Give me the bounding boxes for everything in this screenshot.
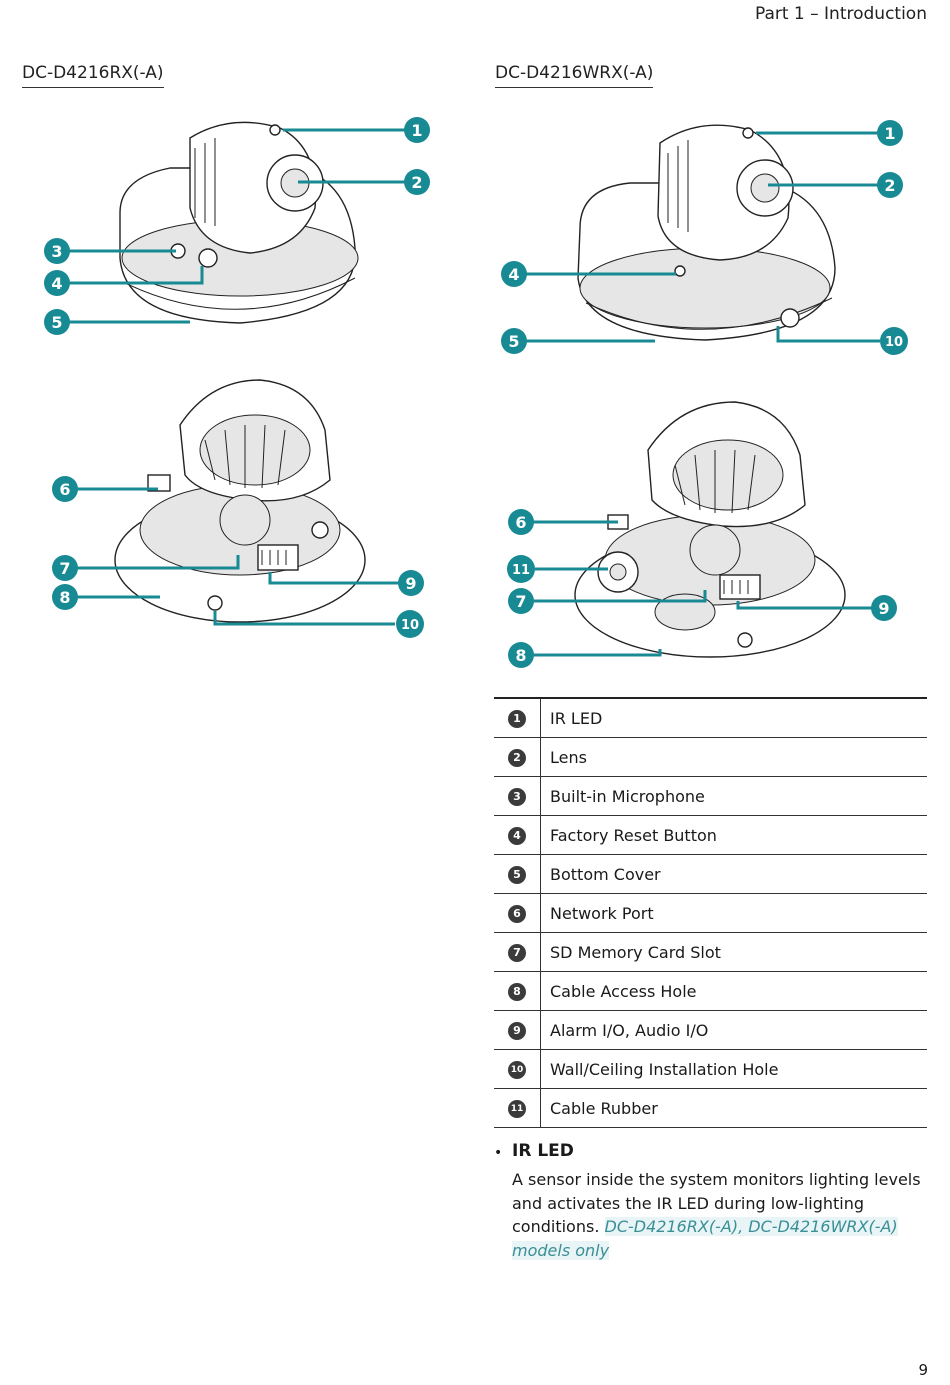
callout-5: 5 (501, 328, 655, 354)
svg-text:5: 5 (51, 313, 62, 332)
part-label: Cable Rubber (540, 1088, 927, 1128)
part-number-cell: 10 (494, 1049, 541, 1089)
svg-text:4: 4 (508, 265, 519, 284)
part-number-cell: 2 (494, 737, 541, 777)
svg-text:4: 4 (51, 274, 62, 293)
callout-3: 3 (44, 238, 176, 264)
bullet-text: A sensor inside the system monitors ligh… (512, 1170, 921, 1236)
table-row: 3 Built-in Microphone (494, 776, 927, 816)
part-number-badge: 7 (508, 943, 526, 962)
callout-1: 1 (756, 120, 903, 146)
svg-text:11: 11 (512, 563, 530, 578)
table-row: 9 Alarm I/O, Audio I/O (494, 1010, 927, 1050)
svg-text:10: 10 (885, 335, 903, 350)
part-number-badge: 10 (508, 1060, 526, 1079)
callout-9: 9 (268, 570, 424, 596)
part-label: Factory Reset Button (540, 815, 927, 855)
part-number-badge: 4 (508, 826, 526, 845)
camera-open-illustration-right: 6 11 7 9 8 (500, 390, 920, 680)
parts-table: 1 IR LED 2 Lens 3 Built-in Microphone 4 Factory… (494, 697, 927, 1128)
svg-text:9: 9 (878, 599, 889, 618)
part-number-cell: 3 (494, 776, 541, 816)
callout-4: 4 (44, 266, 204, 296)
callout-7: 7 (52, 555, 240, 581)
part-number-cell: 6 (494, 893, 541, 933)
part-number-badge: 3 (508, 787, 526, 806)
table-row: 7 SD Memory Card Slot (494, 932, 927, 972)
callout-2: 2 (298, 169, 430, 195)
model-title-right: DC-D4216WRX(-A) (495, 63, 654, 88)
part-number-badge: 8 (508, 982, 526, 1001)
part-number-badge: 11 (508, 1099, 526, 1118)
part-label: IR LED (540, 697, 927, 738)
part-number-cell: 8 (494, 971, 541, 1011)
svg-text:6: 6 (515, 513, 526, 532)
part-label: Cable Access Hole (540, 971, 927, 1011)
part-label: Wall/Ceiling Installation Hole (540, 1049, 927, 1089)
bullet-marker: • (494, 1145, 503, 1161)
table-row: 8 Cable Access Hole (494, 971, 927, 1011)
table-row: 6 Network Port (494, 893, 927, 933)
bullet-title: IR LED (512, 1141, 574, 1161)
svg-text:3: 3 (51, 242, 62, 261)
svg-text:8: 8 (59, 588, 70, 607)
callout-11: 11 (507, 555, 608, 583)
callout-10: 10 (213, 610, 424, 638)
callout-6: 6 (508, 509, 618, 535)
svg-text:10: 10 (401, 618, 419, 633)
camera-front-illustration-right: 1 2 4 5 10 (500, 108, 920, 368)
table-row: 11 Cable Rubber (494, 1088, 927, 1128)
callout-1: 1 (283, 117, 430, 143)
callout-5: 5 (44, 309, 190, 335)
table-row: 4 Factory Reset Button (494, 815, 927, 855)
camera-open-illustration-left: 6 7 9 8 10 (40, 370, 440, 645)
part-number-cell: 9 (494, 1010, 541, 1050)
svg-text:7: 7 (59, 559, 70, 578)
svg-text:6: 6 (59, 480, 70, 499)
part-number-badge: 5 (508, 865, 526, 884)
part-number-cell: 7 (494, 932, 541, 972)
model-title-left: DC-D4216RX(-A) (22, 63, 164, 88)
callout-8: 8 (508, 642, 662, 668)
part-label: Lens (540, 737, 927, 777)
svg-text:9: 9 (405, 574, 416, 593)
part-label: SD Memory Card Slot (540, 932, 927, 972)
svg-text:2: 2 (884, 176, 895, 195)
callout-8: 8 (52, 584, 160, 610)
part-number-badge: 9 (508, 1021, 526, 1040)
camera-front-illustration-left: 1 2 3 4 5 (30, 108, 440, 338)
bullet-body: A sensor inside the system monitors ligh… (512, 1168, 930, 1262)
callout-10: 10 (776, 326, 908, 355)
part-number-cell: 11 (494, 1088, 541, 1128)
table-row: 2 Lens (494, 737, 927, 777)
part-number-badge: 1 (508, 709, 526, 728)
part-number-cell: 4 (494, 815, 541, 855)
table-row: 1 IR LED (494, 697, 927, 738)
callout-4: 4 (501, 261, 676, 287)
part-label: Built-in Microphone (540, 776, 927, 816)
callout-7: 7 (508, 588, 707, 614)
callout-9: 9 (736, 595, 897, 621)
table-row: 5 Bottom Cover (494, 854, 927, 894)
part-label: Alarm I/O, Audio I/O (540, 1010, 927, 1050)
section-header: Part 1 – Introduction (754, 4, 927, 24)
svg-text:5: 5 (508, 332, 519, 351)
part-number-cell: 5 (494, 854, 541, 894)
svg-text:7: 7 (515, 592, 526, 611)
callout-6: 6 (52, 476, 158, 502)
callout-2: 2 (768, 172, 903, 198)
part-label: Network Port (540, 893, 927, 933)
table-row: 10 Wall/Ceiling Installation Hole (494, 1049, 927, 1089)
svg-text:1: 1 (411, 121, 422, 140)
part-number-badge: 6 (508, 904, 526, 923)
svg-text:2: 2 (411, 173, 422, 192)
svg-text:8: 8 (515, 646, 526, 665)
svg-text:1: 1 (884, 124, 895, 143)
part-number-badge: 2 (508, 748, 526, 767)
part-number-cell: 1 (494, 697, 541, 738)
page-number: 9 (918, 1361, 928, 1379)
part-label: Bottom Cover (540, 854, 927, 894)
